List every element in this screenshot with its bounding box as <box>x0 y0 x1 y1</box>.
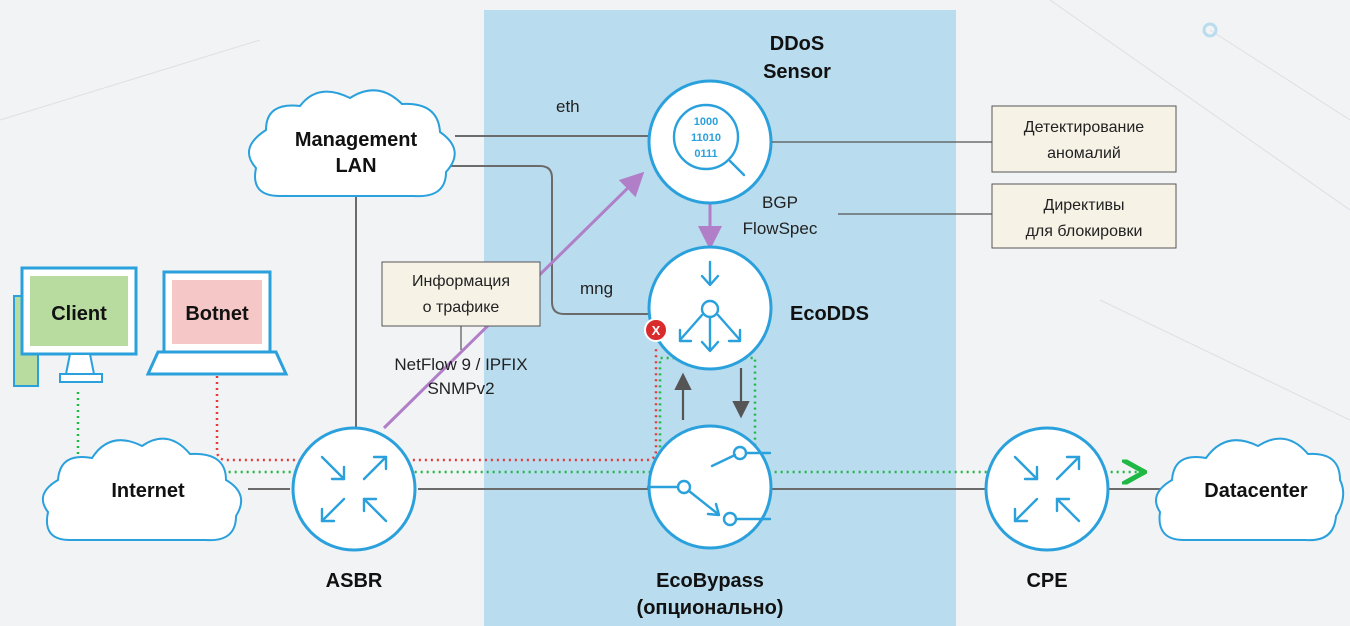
link-mgmt-mng <box>440 165 648 315</box>
node-ddos-sensor-label-line2: Sensor <box>763 61 831 83</box>
binary-digits-row2: 11010 <box>691 132 721 144</box>
node-ecobypass: EcoBypass (опционально) <box>637 424 784 619</box>
blocked-marker-label: X <box>652 323 661 338</box>
node-ddos-sensor-label-line1: DDoS <box>770 33 824 55</box>
link-label-flowspec: FlowSpec <box>743 219 818 238</box>
cloud-datacenter-label: Datacenter <box>1204 480 1308 502</box>
node-ecobypass-label-line1: EcoBypass <box>656 570 764 592</box>
blocked-x-icon <box>644 318 668 342</box>
attack-traffic-path <box>215 348 658 462</box>
host-botnet: Botnet <box>145 270 289 376</box>
annotation-traffic-info-line1: Информация <box>412 273 510 290</box>
annotation-directives-line2: для блокировки <box>1026 223 1143 240</box>
node-ecodds-label: EcoDDS <box>790 303 869 325</box>
host-client: Client <box>13 266 138 387</box>
converge-arrows-icon <box>678 260 742 353</box>
annotation-detection: Детектирование аномалий <box>772 105 1177 173</box>
link-label-snmp: SNMPv2 <box>427 379 494 398</box>
annotation-directives: Директивы для блокировки <box>838 183 1177 249</box>
binary-search-icon: 1000 11010 0111 <box>672 103 746 177</box>
node-ecobypass-label-line2: (опционально) <box>637 597 784 619</box>
blocked-marker: X <box>644 318 668 342</box>
binary-digits-row3: 0111 <box>694 148 717 160</box>
link-label-eth: eth <box>556 97 580 116</box>
binary-digits-row1: 1000 <box>694 116 718 128</box>
bypass-switch-icon <box>646 445 772 527</box>
router-arrows-icon <box>320 455 388 523</box>
node-asbr: ASBR <box>291 426 417 592</box>
link-label-mng: mng <box>580 279 613 298</box>
node-ddos-sensor: DDoS Sensor 1000 11010 0111 <box>647 33 831 205</box>
annotation-detection-line1: Детектирование <box>1024 119 1144 136</box>
host-client-label: Client <box>51 303 107 325</box>
node-cpe-label: CPE <box>1026 570 1067 592</box>
cloud-management-lan-line1: Management <box>295 129 418 151</box>
cloud-datacenter: Datacenter <box>1155 437 1345 542</box>
node-asbr-label: ASBR <box>326 570 383 592</box>
annotation-directives-line1: Директивы <box>1043 197 1124 214</box>
router-arrows-icon <box>1013 455 1081 523</box>
node-ecodds: EcoDDS <box>647 245 869 371</box>
annotation-traffic-info-line2: о трафике <box>423 299 500 316</box>
link-label-bgp: BGP <box>762 193 798 212</box>
annotation-detection-line2: аномалий <box>1047 145 1121 162</box>
host-botnet-label: Botnet <box>185 303 249 325</box>
cloud-internet-label: Internet <box>111 480 185 502</box>
cloud-management-lan-line2: LAN <box>335 155 376 177</box>
cloud-management-lan: Management LAN <box>247 89 456 198</box>
node-cpe: CPE <box>984 426 1110 592</box>
cloud-internet: Internet <box>41 437 243 542</box>
annotation-traffic-info: Информация о трафике <box>381 261 541 350</box>
link-label-netflow: NetFlow 9 / IPFIX <box>394 355 527 374</box>
